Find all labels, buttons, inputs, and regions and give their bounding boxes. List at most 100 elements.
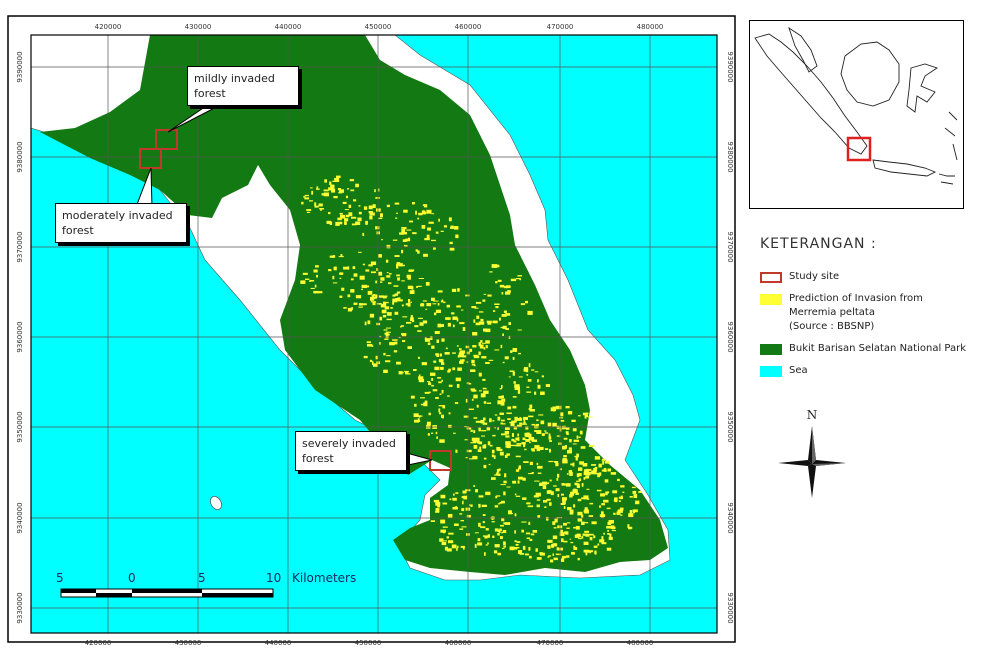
invasion-patch	[573, 488, 577, 491]
invasion-patch	[427, 227, 431, 231]
invasion-patch	[426, 209, 432, 214]
invasion-patch	[494, 427, 496, 429]
invasion-patch	[447, 395, 450, 397]
invasion-patch	[501, 547, 505, 549]
invasion-patch	[493, 455, 496, 459]
invasion-patch	[377, 254, 382, 258]
invasion-patch	[503, 541, 506, 546]
invasion-patch	[418, 278, 424, 279]
invasion-patch	[385, 259, 389, 263]
invasion-patch	[485, 340, 490, 344]
invasion-patch	[493, 550, 498, 554]
invasion-patch	[593, 468, 597, 472]
callout-moderately-invaded: moderately invaded forest	[55, 203, 187, 243]
callout-severely-invaded: severely invaded forest	[295, 431, 407, 471]
invasion-patch	[597, 543, 600, 546]
invasion-patch	[505, 285, 511, 289]
invasion-patch	[583, 471, 589, 476]
invasion-patch	[494, 505, 499, 508]
invasion-patch	[514, 513, 517, 517]
invasion-patch	[500, 402, 505, 406]
invasion-patch	[545, 384, 550, 387]
invasion-patch	[368, 211, 373, 214]
invasion-patch	[478, 427, 481, 430]
invasion-patch	[565, 483, 571, 487]
invasion-patch	[529, 461, 533, 466]
invasion-patch	[381, 239, 383, 241]
invasion-patch	[494, 303, 500, 305]
invasion-patch	[483, 457, 487, 460]
invasion-patch	[310, 187, 313, 189]
invasion-patch	[492, 420, 495, 422]
invasion-patch	[445, 347, 448, 350]
invasion-patch	[405, 245, 408, 247]
invasion-patch	[513, 440, 517, 443]
invasion-patch	[457, 355, 460, 358]
invasion-patch	[485, 345, 488, 349]
invasion-patch	[362, 232, 365, 236]
invasion-patch	[369, 313, 375, 318]
invasion-patch	[389, 342, 395, 346]
invasion-patch	[497, 552, 501, 556]
invasion-patch	[633, 512, 635, 514]
invasion-patch	[395, 298, 399, 301]
invasion-patch	[482, 514, 486, 516]
invasion-patch	[465, 457, 469, 459]
invasion-patch	[562, 483, 566, 486]
invasion-patch	[408, 237, 411, 242]
invasion-patch	[405, 371, 409, 375]
invasion-patch	[432, 303, 437, 305]
invasion-patch	[598, 463, 602, 468]
tick-label-bottom: 430000	[175, 639, 202, 647]
invasion-patch	[416, 286, 418, 288]
invasion-patch	[335, 222, 340, 226]
invasion-patch	[474, 307, 479, 309]
invasion-patch	[475, 456, 477, 459]
invasion-patch	[498, 468, 501, 471]
invasion-patch	[563, 437, 568, 440]
invasion-patch	[576, 435, 579, 439]
invasion-patch	[523, 461, 529, 463]
invasion-patch	[485, 491, 491, 496]
invasion-patch	[525, 553, 529, 556]
invasion-patch	[501, 531, 503, 534]
invasion-patch	[432, 389, 438, 392]
invasion-patch	[422, 320, 428, 324]
invasion-patch	[575, 456, 578, 461]
invasion-patch	[528, 473, 534, 475]
invasion-patch	[588, 550, 594, 553]
invasion-patch	[534, 445, 540, 449]
invasion-patch	[565, 406, 570, 409]
invasion-patch	[612, 490, 618, 494]
invasion-patch	[414, 419, 419, 423]
invasion-patch	[500, 422, 503, 425]
invasion-patch	[514, 493, 517, 496]
invasion-patch	[433, 499, 440, 503]
invasion-patch	[511, 420, 517, 423]
invasion-patch	[501, 517, 505, 522]
invasion-patch	[580, 446, 586, 449]
invasion-patch	[531, 472, 534, 474]
invasion-patch	[613, 512, 616, 515]
invasion-patch	[439, 538, 444, 542]
invasion-patch	[536, 504, 540, 508]
invasion-patch	[578, 467, 583, 471]
invasion-patch	[301, 201, 304, 205]
invasion-patch	[572, 443, 577, 445]
invasion-patch	[456, 384, 460, 388]
invasion-patch	[383, 369, 388, 373]
invasion-patch	[583, 522, 589, 524]
scale-label-zero: 0	[128, 571, 136, 585]
invasion-patch	[570, 491, 574, 496]
invasion-patch	[320, 208, 322, 211]
invasion-patch	[512, 371, 515, 376]
invasion-patch	[501, 500, 505, 504]
invasion-patch	[402, 333, 407, 337]
invasion-patch	[418, 356, 420, 359]
invasion-patch	[527, 379, 532, 382]
invasion-patch	[560, 412, 564, 417]
invasion-patch	[618, 500, 621, 502]
invasion-patch	[510, 444, 516, 447]
invasion-patch	[310, 287, 315, 289]
invasion-patch	[472, 455, 478, 460]
